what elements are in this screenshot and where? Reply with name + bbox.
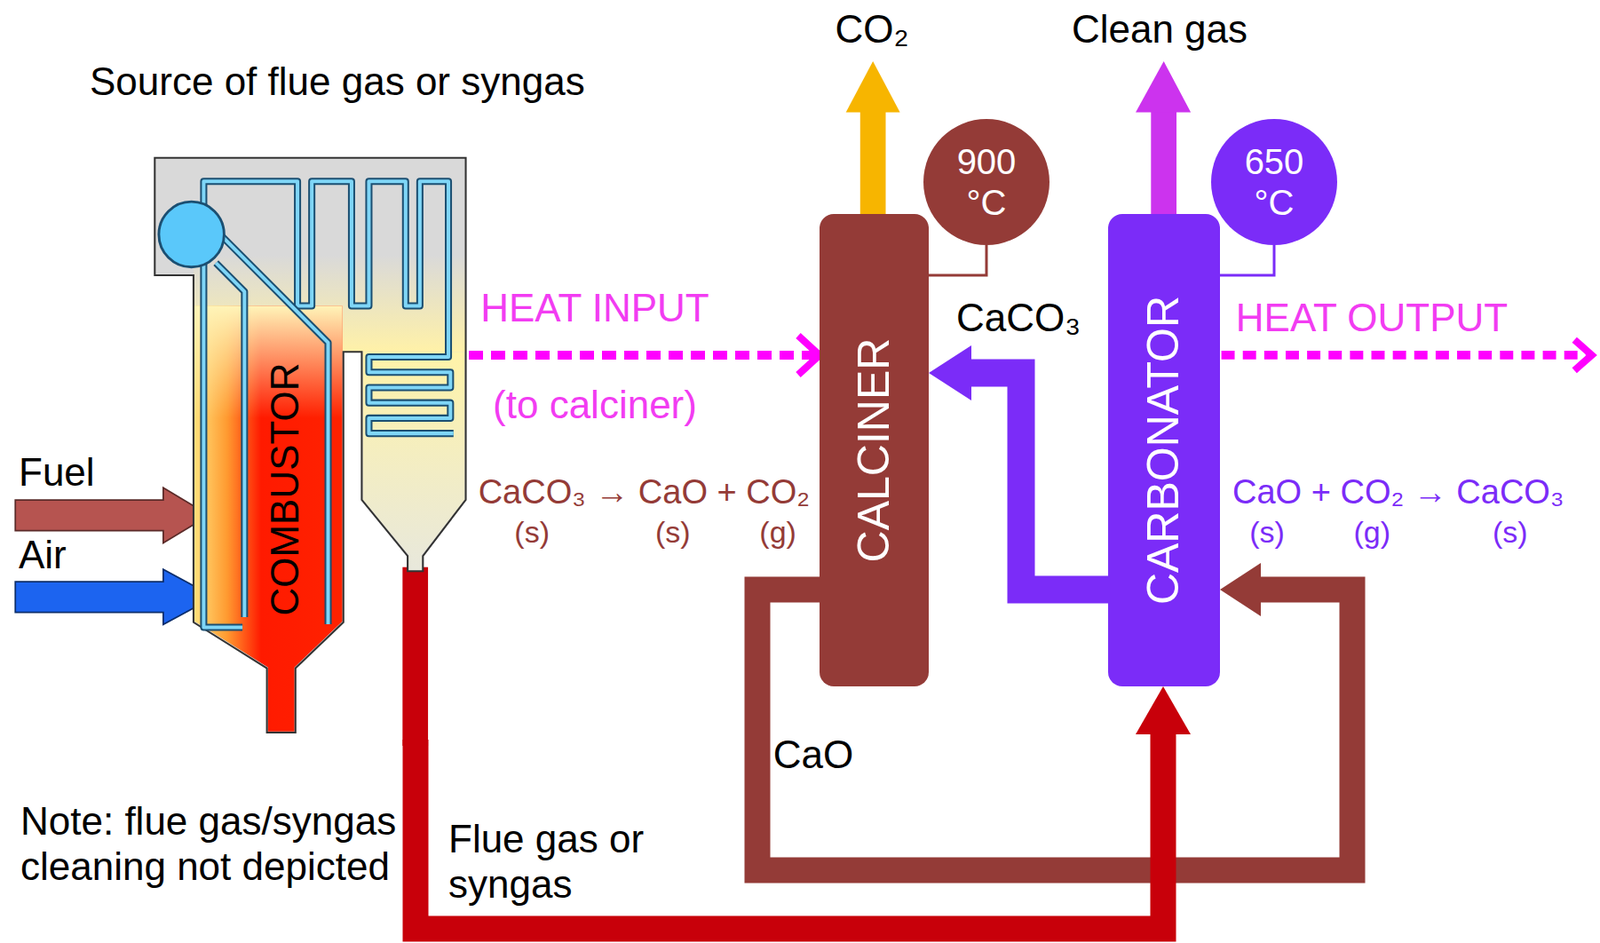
heat-label: HEAT OUTPUT bbox=[1235, 295, 1508, 341]
node-label: 650 °C bbox=[1236, 141, 1312, 223]
node-label: COMBUSTOR bbox=[262, 362, 309, 616]
note-text: Note: flue gas/syngas cleaning not depic… bbox=[20, 799, 403, 889]
flue-gas-pipe bbox=[402, 567, 428, 746]
node-label: 900 °C bbox=[949, 141, 1024, 223]
co2-arrow-shaft bbox=[860, 110, 887, 217]
badge-circle bbox=[923, 118, 1050, 246]
input-label: Air bbox=[18, 532, 67, 579]
co2-arrow-head bbox=[846, 61, 901, 112]
steam-drum bbox=[158, 201, 224, 268]
connector-line bbox=[1219, 245, 1275, 276]
boiler-body bbox=[154, 158, 466, 733]
arrowhead bbox=[1219, 562, 1261, 617]
section-heading: Source of flue gas or syngas bbox=[89, 59, 586, 105]
reaction-equation: CaO + CO₂ → CaCO₃ bbox=[1232, 473, 1564, 513]
heat-output-line bbox=[1221, 350, 1589, 360]
phase-label: (s) bbox=[655, 514, 691, 550]
phase-label: (s) bbox=[1249, 514, 1285, 550]
boiler-outline bbox=[154, 158, 466, 733]
reaction-equation: CaCO₃ → CaO + CO₂ bbox=[478, 473, 810, 513]
badge-disc bbox=[1211, 118, 1338, 246]
water-tubes bbox=[203, 181, 453, 627]
temperature-badge: 900 °C bbox=[923, 118, 1050, 246]
heat-note: (to calciner) bbox=[492, 382, 698, 428]
leader-line bbox=[1219, 245, 1275, 276]
heat-output-arrowhead bbox=[1574, 340, 1593, 371]
temperature-badge: 650 °C bbox=[1211, 118, 1338, 246]
arrowhead bbox=[928, 345, 972, 401]
solids-flow-arrow bbox=[928, 345, 1109, 590]
input-label: Fuel bbox=[18, 450, 96, 496]
heat-label: HEAT INPUT bbox=[480, 285, 710, 332]
clean-gas-arrow-shaft bbox=[1150, 110, 1177, 217]
calciner-reactor: CALCINER bbox=[819, 213, 929, 687]
tube-fill bbox=[217, 232, 328, 625]
leader-line bbox=[928, 245, 987, 276]
clean-gas-arrow-head bbox=[1135, 61, 1191, 112]
tube-fill bbox=[203, 262, 243, 627]
arrowhead bbox=[798, 335, 820, 375]
badge-disc bbox=[923, 118, 1050, 246]
tube-outline bbox=[217, 232, 328, 625]
combustor-flame bbox=[194, 305, 343, 731]
phase-label: (s) bbox=[514, 514, 550, 550]
air-arrow bbox=[15, 569, 214, 625]
arrowhead bbox=[1135, 686, 1191, 735]
flow-label: CaO bbox=[773, 732, 854, 778]
heat-flow-arrow bbox=[468, 335, 820, 375]
node-label: CARBONATOR bbox=[1138, 295, 1190, 605]
flow-label: Flue gas or syngas bbox=[448, 816, 666, 907]
tube-outline bbox=[203, 262, 243, 627]
badge-circle bbox=[1211, 118, 1338, 246]
gas-flow-arrow bbox=[415, 686, 1191, 929]
carbonator-reactor: CARBONATOR bbox=[1108, 213, 1220, 687]
connector-line bbox=[928, 245, 987, 276]
combustor-boiler: COMBUSTOR bbox=[152, 152, 469, 740]
flow-label: CaCO₃ bbox=[956, 295, 1081, 341]
boiler-illustration bbox=[152, 152, 469, 740]
tube-outline bbox=[215, 262, 245, 618]
output-label: Clean gas bbox=[1071, 7, 1248, 53]
node-label: CALCINER bbox=[848, 338, 901, 563]
phase-label: (g) bbox=[1354, 514, 1392, 550]
connector-line bbox=[970, 372, 1109, 590]
tube-fill bbox=[215, 262, 245, 618]
connector-line bbox=[468, 350, 817, 360]
output-label: CO₂ bbox=[834, 7, 909, 53]
phase-label: (s) bbox=[1492, 514, 1529, 550]
phase-label: (g) bbox=[759, 514, 797, 550]
